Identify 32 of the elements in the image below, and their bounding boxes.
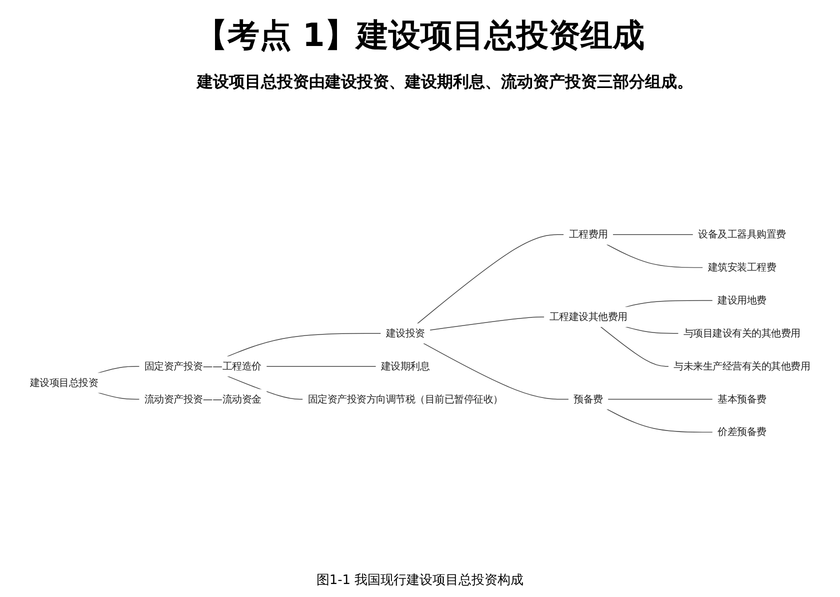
connector <box>226 332 382 357</box>
connector <box>606 408 714 432</box>
connector <box>226 375 304 400</box>
connector <box>429 316 545 330</box>
node-text: 建设项目总投资 <box>30 376 98 388</box>
node-text: 固定资产投资方向调节税（目前已暂停征收） <box>308 392 503 404</box>
node-text: 工程费用 <box>568 228 608 240</box>
node-text: 与项目建设有关的其他费用 <box>683 326 800 338</box>
node-text: 建设用地费 <box>718 294 766 306</box>
connector <box>600 326 670 366</box>
node-text: 设备及工器具购置费 <box>698 228 786 240</box>
node-text: 基本预备费 <box>718 392 766 404</box>
node-text: 流动资产投资——流动资金 <box>144 392 262 404</box>
node-text: 建筑安装工程费 <box>708 261 776 273</box>
connector <box>607 398 714 400</box>
node-text: 固定资产投资——工程造价 <box>144 360 262 372</box>
connector <box>416 234 564 324</box>
connector <box>624 326 679 334</box>
intro-sentence: 建设项目总投资由建设投资、建设期利息、流动资产投资三部分组成。 <box>197 72 693 93</box>
connector <box>98 392 140 400</box>
connector <box>98 366 140 373</box>
connector <box>612 234 694 235</box>
node-text: 价差预备费 <box>718 426 766 438</box>
title: 【考点 1】建设项目总投资组成 <box>195 15 645 56</box>
node-text: 建设投资 <box>386 326 425 338</box>
connector <box>422 342 570 400</box>
node-text: 建设期利息 <box>380 360 430 372</box>
caption: 图1-1 我国现行建设项目总投资构成 <box>316 572 524 589</box>
node-text: 工程建设其他费用 <box>549 310 628 322</box>
connector <box>606 244 704 268</box>
node-text: 预备费 <box>574 392 603 404</box>
node-text: 与未来生产经营有关的其他费用 <box>674 360 810 372</box>
